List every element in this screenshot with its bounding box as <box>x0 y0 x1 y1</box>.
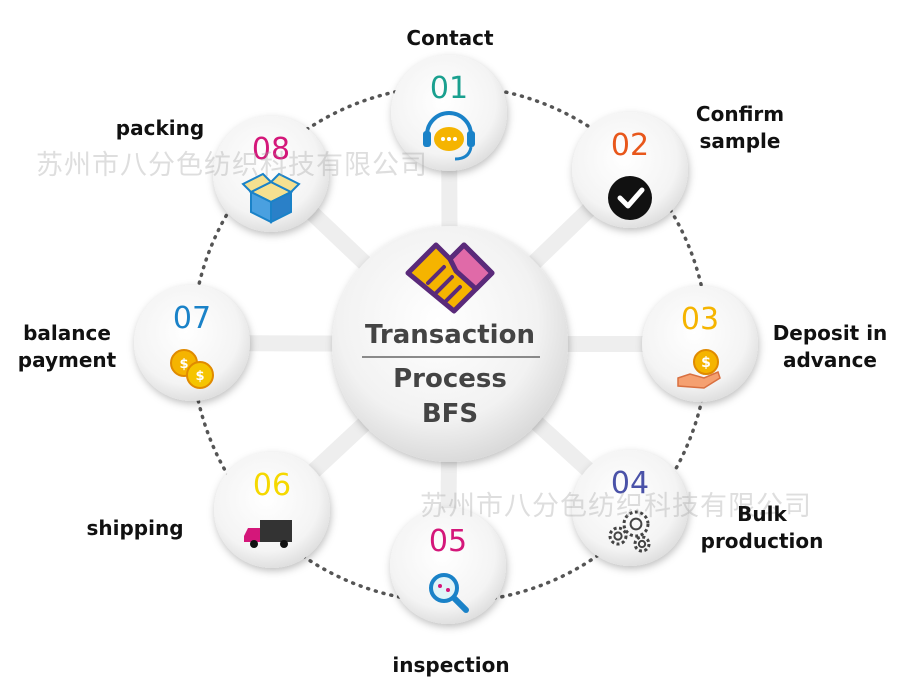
step-node-circle <box>390 508 506 624</box>
customer-service-headset-icon <box>423 111 475 161</box>
step-number: 04 <box>611 466 649 501</box>
magnifier-icon <box>429 573 469 613</box>
step-number: 01 <box>430 71 468 106</box>
handshake-icon <box>405 242 495 314</box>
step-number: 06 <box>253 468 291 503</box>
svg-text:$: $ <box>701 355 711 371</box>
svg-text:$: $ <box>179 357 188 372</box>
step-number: 07 <box>173 301 211 336</box>
step-node-circle <box>642 286 758 402</box>
step-number: 02 <box>611 128 649 163</box>
step-number: 03 <box>681 302 719 337</box>
step-node-03: 03 $ <box>642 286 758 402</box>
coins-icon: $$ <box>170 349 214 389</box>
step-node-circle <box>214 452 330 568</box>
step-node-circle <box>572 112 688 228</box>
step-node-08: 08 <box>213 116 329 232</box>
step-node-04: 04 <box>572 450 688 566</box>
step-number: 05 <box>429 524 467 559</box>
step-node-circle <box>134 285 250 401</box>
step-node-05: 05 <box>390 508 506 624</box>
step-number: 08 <box>252 132 290 167</box>
step-label-inspection: inspection <box>392 653 510 677</box>
hand-coin-icon: $ <box>677 349 721 389</box>
gears-icon <box>608 510 651 553</box>
step-node-01: 01 <box>391 55 507 171</box>
center-subtitle: Process <box>393 364 507 394</box>
svg-text:$: $ <box>195 369 204 384</box>
step-label-contact: Contact <box>406 26 494 50</box>
step-label-packing: packing <box>115 116 205 140</box>
step-node-07: 07$$ <box>134 285 250 401</box>
truck-icon <box>244 520 292 548</box>
box-icon <box>241 172 301 224</box>
center-hub: Transaction Process BFS <box>332 226 568 462</box>
step-node-06: 06 <box>214 452 330 568</box>
step-node-02: 02 <box>572 112 688 228</box>
step-node-circle <box>572 450 688 566</box>
checkmark-icon <box>608 176 652 220</box>
step-label-shipping: shipping <box>86 516 184 540</box>
step-node-circle <box>213 116 329 232</box>
center-brand: BFS <box>422 399 478 429</box>
center-title: Transaction <box>365 320 535 350</box>
